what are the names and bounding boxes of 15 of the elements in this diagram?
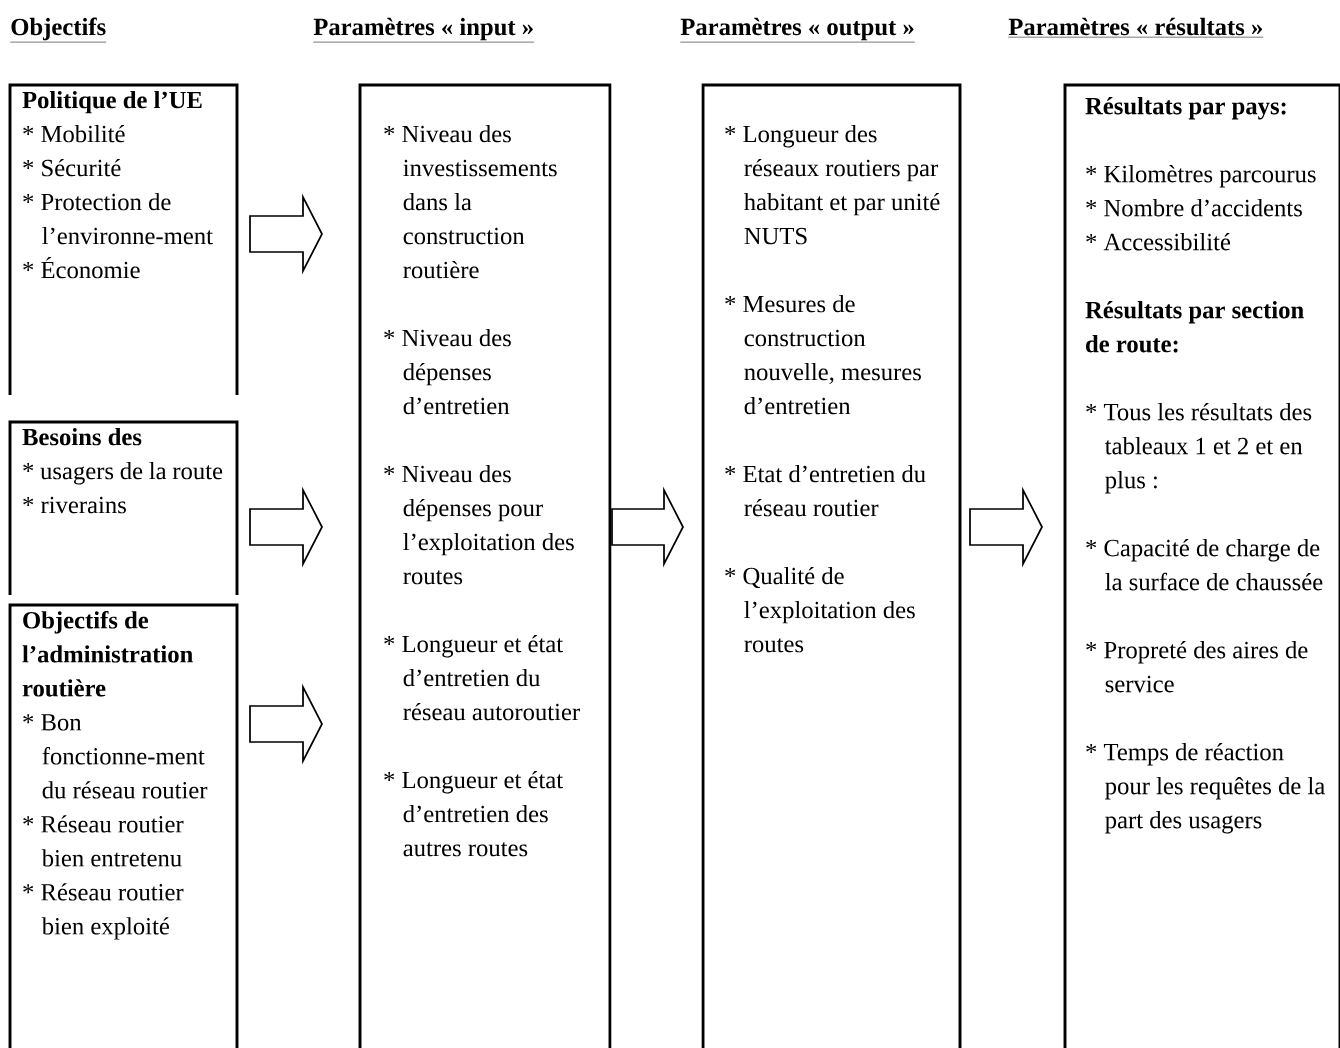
objective-box: Besoins des * usagers de la route * riverains (8, 420, 239, 595)
column-heading: Paramètres « input » (313, 17, 535, 43)
objective-box: Objectifs de l’administration routière * Bon fonctionne-ment du réseau routier * Réseau routier bien entretenu * Réseau routier bien exploité (8, 603, 239, 1048)
result-box: Résultats par pays: * Kilomètres parcourus * Nombre d’accidents * Accessibilité Résultats par section de route: * Tous les résultats des tableaux 1 et 2 et en plus : * Capacité de charge de la surface de chaussée * Propreté des aires de service * Temps de réaction pour les requêtes de la part des usagers (1063, 83, 1340, 1048)
block-arrow (249, 683, 323, 765)
parameter-box: * Longueur des réseaux routiers par habitant et par unité NUTS * Mesures de construction nouvelle, mesures d’entretien * Etat d’entretien du réseau routier * Qualité de l’exploitation des routes (701, 83, 962, 1048)
block-arrow (611, 486, 684, 568)
column-heading: Paramètres « output » (680, 17, 916, 43)
block-arrow (249, 486, 323, 568)
column-heading: Paramètres « résultats » (1008, 17, 1264, 38)
objective-box: Politique de l’UE * Mobilité * Sécurité * Protection de l’environne-ment * Économie (8, 83, 239, 395)
parameter-box: * Niveau des investissements dans la construction routière * Niveau des dépenses d’entretien * Niveau des dépenses pour l’exploitation des routes * Longueur et état d’entretien du réseau autoroutier * Longueur et état d’entretien des autres routes (358, 83, 612, 1048)
block-arrow (249, 193, 323, 275)
column-heading: Objectifs (10, 17, 107, 43)
block-arrow (969, 486, 1043, 568)
